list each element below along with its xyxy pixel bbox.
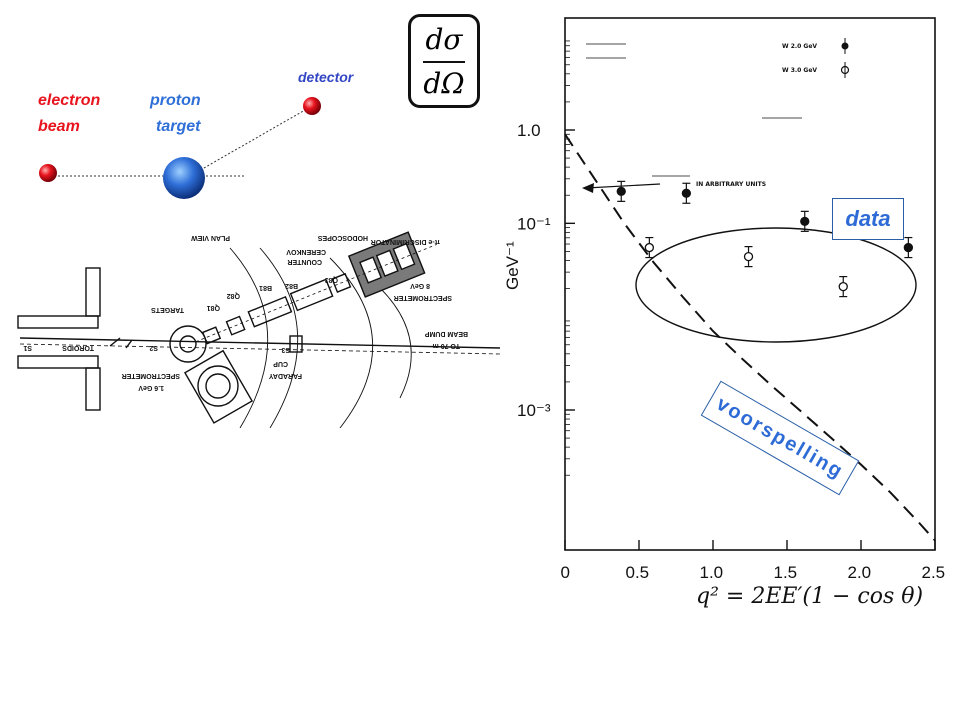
cross-section-formula-box: dσ dΩ bbox=[408, 14, 480, 108]
sketch-label-spectrometer-8: SPECTROMETER bbox=[394, 294, 452, 301]
data-point-w2 bbox=[903, 242, 914, 253]
target-label: target bbox=[156, 118, 201, 135]
proton-sphere bbox=[163, 157, 205, 199]
formula-numerator: dσ bbox=[425, 23, 463, 56]
sketch-label-plan-view: PLAN VIEW bbox=[191, 234, 230, 241]
x-axis-formula: q² = 2EE′(1 − cos θ) bbox=[696, 584, 924, 609]
beam-label: beam bbox=[38, 118, 80, 135]
sketch-label-b81: B81 bbox=[259, 284, 272, 291]
plot-frame bbox=[564, 17, 936, 551]
data-point-w3 bbox=[644, 242, 655, 253]
sketch-label-q82: Q82 bbox=[227, 292, 240, 299]
sketch-label-spectrometer-16: SPECTROMETER bbox=[122, 372, 180, 379]
curve-arrowhead bbox=[582, 183, 594, 193]
sketch-label-toroids: TOROIDS bbox=[62, 344, 94, 351]
sketch-label-cup: CUP bbox=[273, 360, 288, 367]
apparatus-sketch: PLAN VIEW HODOSCOPES π-e DISCRIMINATOR C… bbox=[17, 231, 500, 428]
data-point-w2 bbox=[616, 186, 626, 197]
legend-open-marker bbox=[840, 65, 850, 75]
formula-fraction-line bbox=[423, 61, 465, 63]
x-tick-label: 0 bbox=[561, 563, 570, 582]
sketch-label-cerenkov: CERENKOV bbox=[286, 248, 326, 255]
y-axis-label: GeV⁻¹ bbox=[503, 241, 522, 290]
sketch-label-s3: S3 bbox=[281, 346, 290, 353]
x-tick-label: 0.5 bbox=[626, 563, 650, 582]
data-highlight-ellipse bbox=[635, 227, 917, 343]
data-label-box: data bbox=[832, 198, 904, 240]
sketch-label-counter: COUNTER bbox=[287, 258, 322, 265]
x-tick-label: 1.0 bbox=[700, 563, 724, 582]
sketch-label-8gev: 8 GeV bbox=[410, 282, 430, 289]
sketch-label-faraday: FARADAY bbox=[268, 372, 302, 379]
formula-denominator: dΩ bbox=[423, 67, 465, 100]
x-tick-label: 1.5 bbox=[774, 563, 798, 582]
sketch-label-beam-dump: BEAM DUMP bbox=[425, 330, 468, 337]
electron-sphere bbox=[39, 164, 57, 182]
sketch-label-s2: S2 bbox=[149, 344, 158, 351]
y-tick-label: 1.0 bbox=[517, 121, 541, 140]
detector-label: detector bbox=[298, 69, 354, 85]
sketch-label-16gev: 1.6 GeV bbox=[138, 384, 164, 391]
prediction-label-box: voorspelling bbox=[700, 380, 860, 496]
legend-w1: W 2.0 GeV bbox=[782, 43, 817, 50]
y-tick-label: 10⁻³ bbox=[517, 401, 551, 420]
data-point-w2 bbox=[681, 188, 692, 198]
detector-sphere bbox=[303, 97, 321, 115]
arrow-note: IN ARBITRARY UNITS bbox=[696, 181, 766, 188]
x-tick-label: 2.5 bbox=[922, 563, 946, 582]
sketch-label-discriminator: π-e DISCRIMINATOR bbox=[371, 238, 440, 245]
scattering-diagram bbox=[39, 97, 321, 199]
sketch-label-s1: S1 bbox=[23, 344, 32, 351]
prediction-curve bbox=[564, 133, 936, 542]
data-point-w3 bbox=[838, 281, 848, 292]
electron-label: electron bbox=[38, 92, 101, 109]
scattered-path bbox=[189, 109, 306, 177]
data-point-w2 bbox=[800, 216, 810, 227]
sketch-label-q81: Q81 bbox=[207, 304, 220, 311]
x-tick-label: 2.0 bbox=[848, 563, 872, 582]
sketch-label-q83: Q83 bbox=[325, 276, 338, 283]
y-tick-label: 10⁻¹ bbox=[517, 214, 551, 233]
legend-filled-marker bbox=[841, 42, 849, 50]
sketch-label-targets: TARGETS bbox=[151, 306, 184, 313]
sketch-label-to-70m: TO 70 m bbox=[433, 342, 461, 349]
sketch-label-b82: B82 bbox=[285, 282, 298, 289]
legend-w2: W 3.0 GeV bbox=[782, 67, 817, 74]
data-point-w3 bbox=[743, 251, 754, 262]
curve-arrow bbox=[585, 183, 661, 189]
sketch-label-hodoscopes: HODOSCOPES bbox=[317, 234, 368, 241]
proton-label: proton bbox=[150, 92, 201, 109]
